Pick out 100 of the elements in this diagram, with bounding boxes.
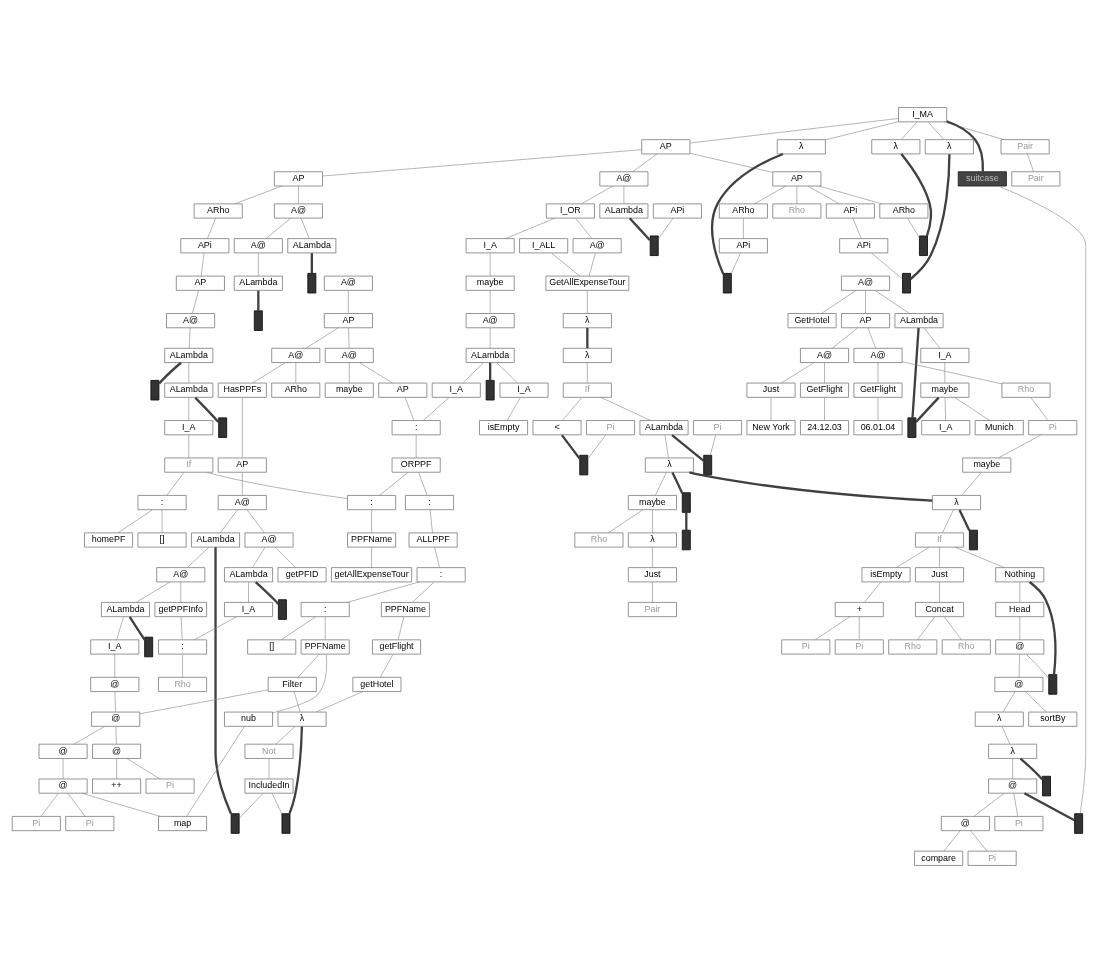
connector bbox=[193, 616, 238, 640]
connector bbox=[272, 653, 327, 713]
connector bbox=[551, 252, 580, 276]
connector bbox=[961, 471, 982, 496]
node-box: A@ bbox=[572, 237, 622, 253]
connector bbox=[300, 217, 310, 239]
node-box: Rho bbox=[772, 202, 822, 219]
node-box: I_A bbox=[164, 419, 214, 435]
connector bbox=[348, 289, 349, 314]
connector bbox=[116, 757, 117, 779]
connector bbox=[186, 725, 245, 817]
node-box: PPFName bbox=[300, 638, 350, 655]
connector bbox=[62, 757, 64, 779]
node-box: Pair bbox=[1000, 138, 1050, 154]
node-box: ALLPPF bbox=[408, 531, 458, 548]
connector bbox=[900, 152, 933, 236]
connector bbox=[194, 396, 220, 423]
connector bbox=[371, 546, 372, 568]
connector bbox=[295, 361, 297, 383]
connector bbox=[587, 289, 588, 314]
node-box: @ bbox=[38, 743, 88, 759]
node-box: A@ bbox=[323, 275, 373, 291]
connector bbox=[305, 327, 339, 348]
node-box: ALambda bbox=[164, 382, 214, 398]
connector bbox=[316, 690, 363, 712]
connector bbox=[781, 361, 815, 383]
connector bbox=[1019, 757, 1044, 780]
node-box: + bbox=[834, 601, 884, 617]
node-box: Not bbox=[244, 743, 294, 759]
connector bbox=[158, 361, 182, 384]
connector bbox=[946, 119, 985, 172]
connector bbox=[832, 327, 858, 348]
connector bbox=[958, 509, 971, 531]
node-box: APi bbox=[825, 202, 875, 219]
connector bbox=[298, 185, 299, 204]
node-box bbox=[703, 454, 713, 475]
node-box bbox=[1048, 673, 1058, 695]
node-box: I_A bbox=[90, 638, 140, 655]
connector bbox=[901, 360, 1003, 384]
node-box: I_MA bbox=[898, 106, 948, 122]
node-box bbox=[681, 491, 691, 513]
node-box: Pi bbox=[693, 419, 743, 435]
node-box: If bbox=[915, 531, 965, 548]
node-box: suitcase bbox=[957, 170, 1007, 186]
node-box: Pair bbox=[1011, 170, 1061, 186]
node-box bbox=[144, 636, 154, 657]
node-box: Nothing bbox=[995, 566, 1045, 582]
connector bbox=[115, 725, 117, 744]
connector bbox=[214, 546, 233, 814]
node-box bbox=[485, 379, 495, 400]
connector bbox=[418, 471, 428, 496]
node-box: A@ bbox=[166, 312, 216, 328]
node-box: isEmpty bbox=[861, 566, 911, 582]
connector bbox=[135, 581, 171, 603]
node-box: getPPFInfo bbox=[154, 601, 208, 617]
connector bbox=[877, 361, 879, 383]
connector bbox=[1013, 792, 1019, 817]
node-box bbox=[218, 416, 228, 438]
node-box: : bbox=[347, 494, 397, 510]
connector bbox=[743, 217, 744, 239]
node-box: @ bbox=[91, 711, 141, 727]
node-box: compare bbox=[914, 850, 964, 866]
node-box: AP bbox=[641, 138, 691, 154]
connector bbox=[652, 581, 653, 603]
connector bbox=[944, 361, 946, 383]
node-box: ARho bbox=[879, 202, 929, 219]
connector bbox=[116, 616, 124, 640]
connector bbox=[73, 725, 106, 744]
node-box: 06.01.04 bbox=[853, 419, 903, 435]
connector bbox=[67, 792, 86, 817]
node-box: getAllExpenseTour bbox=[331, 566, 413, 582]
connector bbox=[40, 792, 59, 817]
connector bbox=[238, 792, 264, 819]
connector bbox=[814, 616, 850, 640]
connector bbox=[462, 361, 484, 383]
connector bbox=[586, 327, 589, 348]
node-box: If bbox=[562, 382, 612, 398]
node-box: PPFName bbox=[347, 531, 397, 548]
node-box: : bbox=[405, 494, 455, 510]
node-box: Filter bbox=[267, 676, 317, 692]
node-box: Concat bbox=[915, 601, 965, 617]
node-box: maybe bbox=[962, 457, 1012, 473]
node-box: A@ bbox=[465, 312, 515, 328]
connector bbox=[1026, 653, 1049, 678]
connector bbox=[709, 434, 716, 455]
node-box: A@ bbox=[853, 347, 903, 363]
connector bbox=[254, 580, 280, 605]
connector bbox=[689, 470, 933, 502]
node-box: ALambda bbox=[599, 202, 649, 219]
connector bbox=[689, 152, 773, 173]
connector bbox=[161, 509, 163, 533]
connector bbox=[246, 509, 265, 533]
connector bbox=[234, 185, 283, 204]
connector bbox=[359, 361, 393, 383]
connector bbox=[896, 546, 930, 568]
connector bbox=[824, 396, 825, 421]
node-box bbox=[649, 235, 659, 256]
connector bbox=[824, 361, 825, 383]
connector bbox=[166, 471, 185, 496]
connector bbox=[404, 396, 415, 421]
